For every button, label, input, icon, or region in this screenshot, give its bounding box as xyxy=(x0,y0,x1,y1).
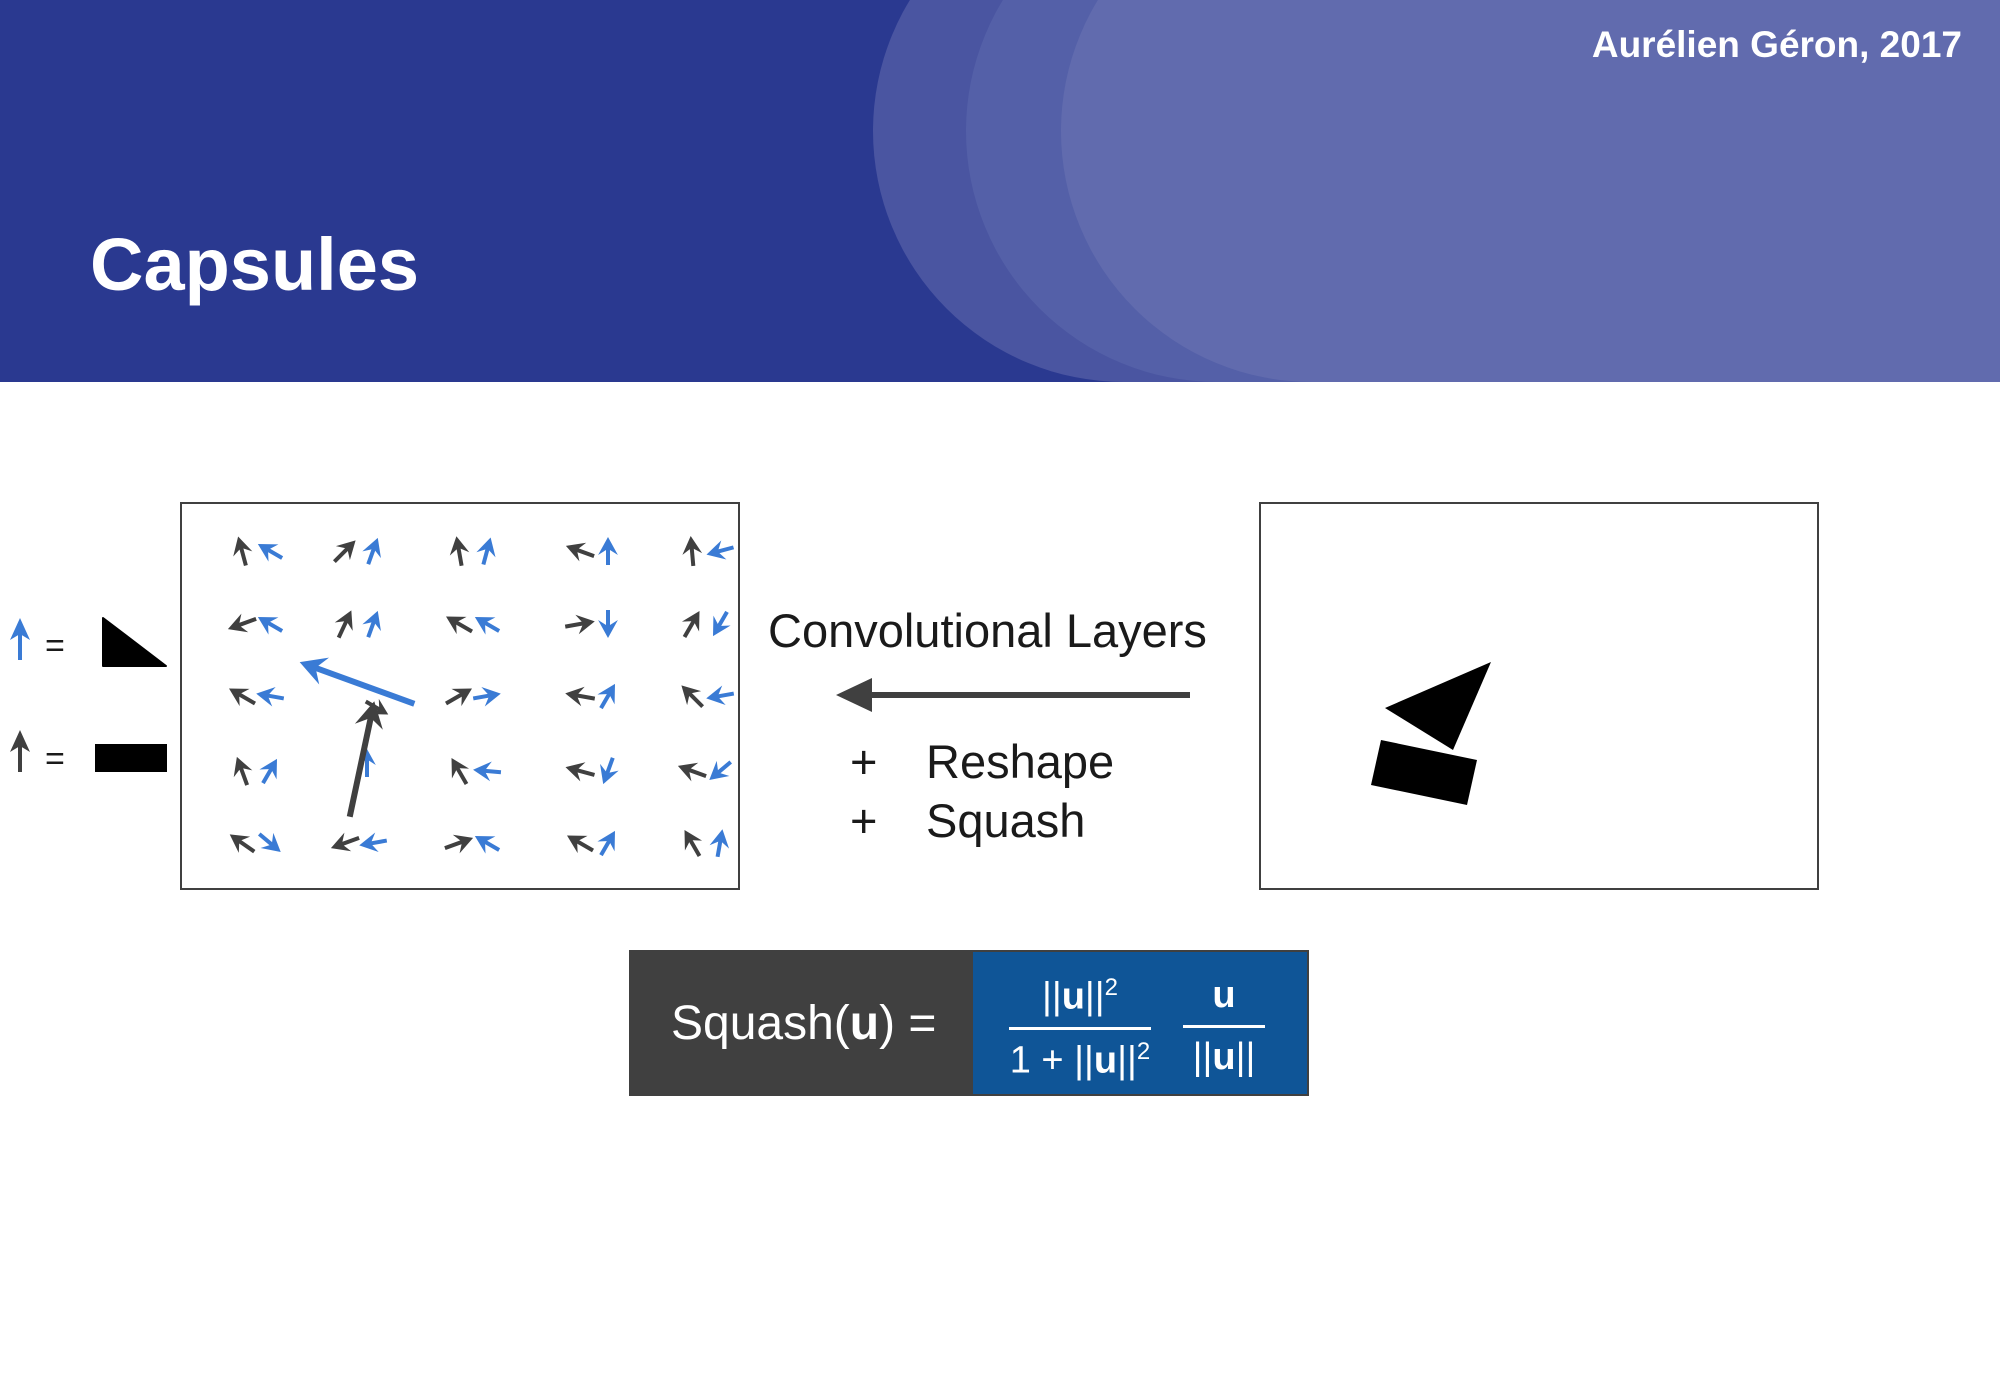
slide-header: Capsules Aurélien Géron, 2017 xyxy=(0,0,2000,382)
formula-lhs: Squash(u) = xyxy=(671,997,937,1050)
legend-blue-arrow-icon xyxy=(10,618,30,660)
long-dark-capsule-arrow xyxy=(346,701,383,818)
blue-capsule-arrow xyxy=(709,829,730,858)
dark-capsule-arrow xyxy=(564,614,595,635)
blue-capsule-arrow xyxy=(362,537,381,565)
dark-capsule-arrow xyxy=(227,613,257,633)
dark-capsule-arrow xyxy=(684,830,703,857)
blue-capsule-arrow xyxy=(256,686,285,707)
blue-capsule-arrow xyxy=(473,761,502,782)
blue-capsule-arrow xyxy=(706,685,735,706)
dark-capsule-arrow xyxy=(677,762,707,782)
blue-capsule-arrow xyxy=(359,832,388,853)
blue-capsule-arrow xyxy=(706,540,735,560)
long-blue-capsule-arrow xyxy=(299,657,416,707)
capsule-arrows xyxy=(227,536,735,858)
dark-capsule-arrow xyxy=(682,536,703,567)
dark-capsule-arrow xyxy=(449,536,470,567)
dark-capsule-arrow xyxy=(565,686,596,707)
blue-capsule-arrow xyxy=(257,832,281,852)
dark-capsule-arrow xyxy=(233,536,253,567)
dark-capsule-arrow xyxy=(444,834,474,854)
formula-rhs: ||u||2 1 + ||u||2 u ||u|| xyxy=(973,952,1307,1094)
fraction-norm-squared: ||u||2 1 + ||u||2 xyxy=(1009,974,1151,1082)
dark-capsule-arrow xyxy=(565,542,595,562)
dark-capsule-arrow xyxy=(445,688,472,707)
blue-capsule-arrow xyxy=(259,758,277,785)
dark-capsule-arrow xyxy=(229,834,256,854)
plus-sign: + xyxy=(850,794,878,847)
dark-capsule-arrow xyxy=(229,688,256,707)
dark-capsule-arrow xyxy=(233,756,253,786)
dark-capsule-arrow xyxy=(332,540,356,564)
boat-hull-rectangle xyxy=(1371,740,1477,805)
header-decoration-3 xyxy=(1061,0,2000,382)
blue-capsule-arrow xyxy=(474,836,501,854)
input-image-shapes xyxy=(1371,662,1491,805)
dark-capsule-arrow xyxy=(681,685,705,709)
blue-capsule-arrow xyxy=(598,537,618,565)
blue-capsule-arrow xyxy=(257,544,284,562)
blue-capsule-arrow xyxy=(709,760,733,780)
legend-dark-arrow-icon xyxy=(10,730,30,772)
dark-capsule-arrow xyxy=(567,835,594,854)
legend-graphics xyxy=(10,617,167,772)
capsule-activations-panel xyxy=(180,502,740,890)
slide-title: Capsules xyxy=(90,223,420,306)
fraction-unit-vector: u ||u|| xyxy=(1183,974,1265,1079)
legend-triangle-shape xyxy=(102,617,167,667)
legend-equals-2: = xyxy=(45,740,65,778)
author-credit: Aurélien Géron, 2017 xyxy=(1591,24,1962,65)
operation-label: Squash xyxy=(926,794,1086,847)
legend-equals-1: = xyxy=(45,627,65,665)
blue-capsule-arrow xyxy=(257,617,284,635)
blue-capsule-arrow xyxy=(362,610,381,638)
blue-capsule-arrow xyxy=(713,610,731,637)
convolutional-layers-label: Convolutional Layers xyxy=(768,604,1207,657)
plus-sign: + xyxy=(850,735,878,788)
dark-capsule-arrow xyxy=(451,758,470,785)
blue-capsule-arrow xyxy=(597,830,615,857)
dark-capsule-arrow xyxy=(446,616,473,635)
dark-capsule-arrow xyxy=(334,610,353,639)
boat-sail-triangle xyxy=(1385,662,1491,750)
dark-capsule-arrow xyxy=(681,611,700,638)
blue-capsule-arrow xyxy=(600,757,619,785)
dark-capsule-arrow xyxy=(565,762,596,782)
blue-capsule-arrow xyxy=(474,617,501,635)
blue-capsule-arrow xyxy=(598,610,618,638)
squash-formula: Squash(u) = ||u||2 1 + ||u||2 u ||u|| xyxy=(629,950,1309,1096)
input-image-panel xyxy=(1259,502,1819,890)
blue-capsule-arrow xyxy=(476,537,496,566)
blue-capsule-arrow xyxy=(472,686,501,707)
operation-label: Reshape xyxy=(926,735,1115,788)
legend-rectangle-shape xyxy=(95,744,167,772)
dark-capsule-arrow xyxy=(330,832,360,852)
blue-capsule-arrow xyxy=(597,683,615,710)
